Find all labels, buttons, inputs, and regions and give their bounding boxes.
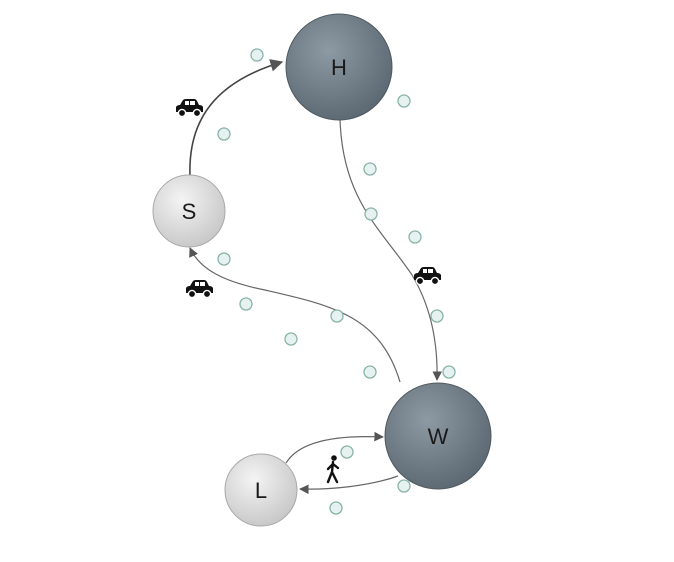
car-icon (185, 279, 214, 299)
dot (340, 445, 354, 459)
node-l-label: L (255, 478, 267, 503)
node-s-label: S (182, 199, 197, 224)
dot (430, 309, 444, 323)
dot (217, 127, 231, 141)
dot (408, 230, 422, 244)
dot (363, 365, 377, 379)
node-s: S (152, 174, 226, 248)
node-w: W (384, 382, 492, 490)
scatter-dots (217, 48, 456, 515)
car-icon (413, 266, 442, 286)
dot (397, 94, 411, 108)
edge-w-to-s (189, 247, 401, 383)
node-h: H (285, 13, 393, 121)
dot (239, 297, 253, 311)
node-h-label: H (331, 55, 347, 80)
dot (363, 162, 377, 176)
dot (330, 309, 344, 323)
dot (250, 48, 264, 62)
dot (217, 252, 231, 266)
edge-s-to-h (189, 59, 284, 177)
car-icon (175, 98, 204, 118)
edge-w-to-l (299, 475, 399, 495)
walking-person-icon (326, 455, 340, 484)
edge-l-to-w (285, 431, 384, 464)
node-l: L (224, 453, 298, 527)
dot (397, 479, 411, 493)
edge-h-to-w (339, 117, 443, 381)
dot (284, 332, 298, 346)
dot (442, 365, 456, 379)
dot (364, 207, 378, 221)
node-w-label: W (428, 424, 449, 449)
dot (329, 501, 343, 515)
